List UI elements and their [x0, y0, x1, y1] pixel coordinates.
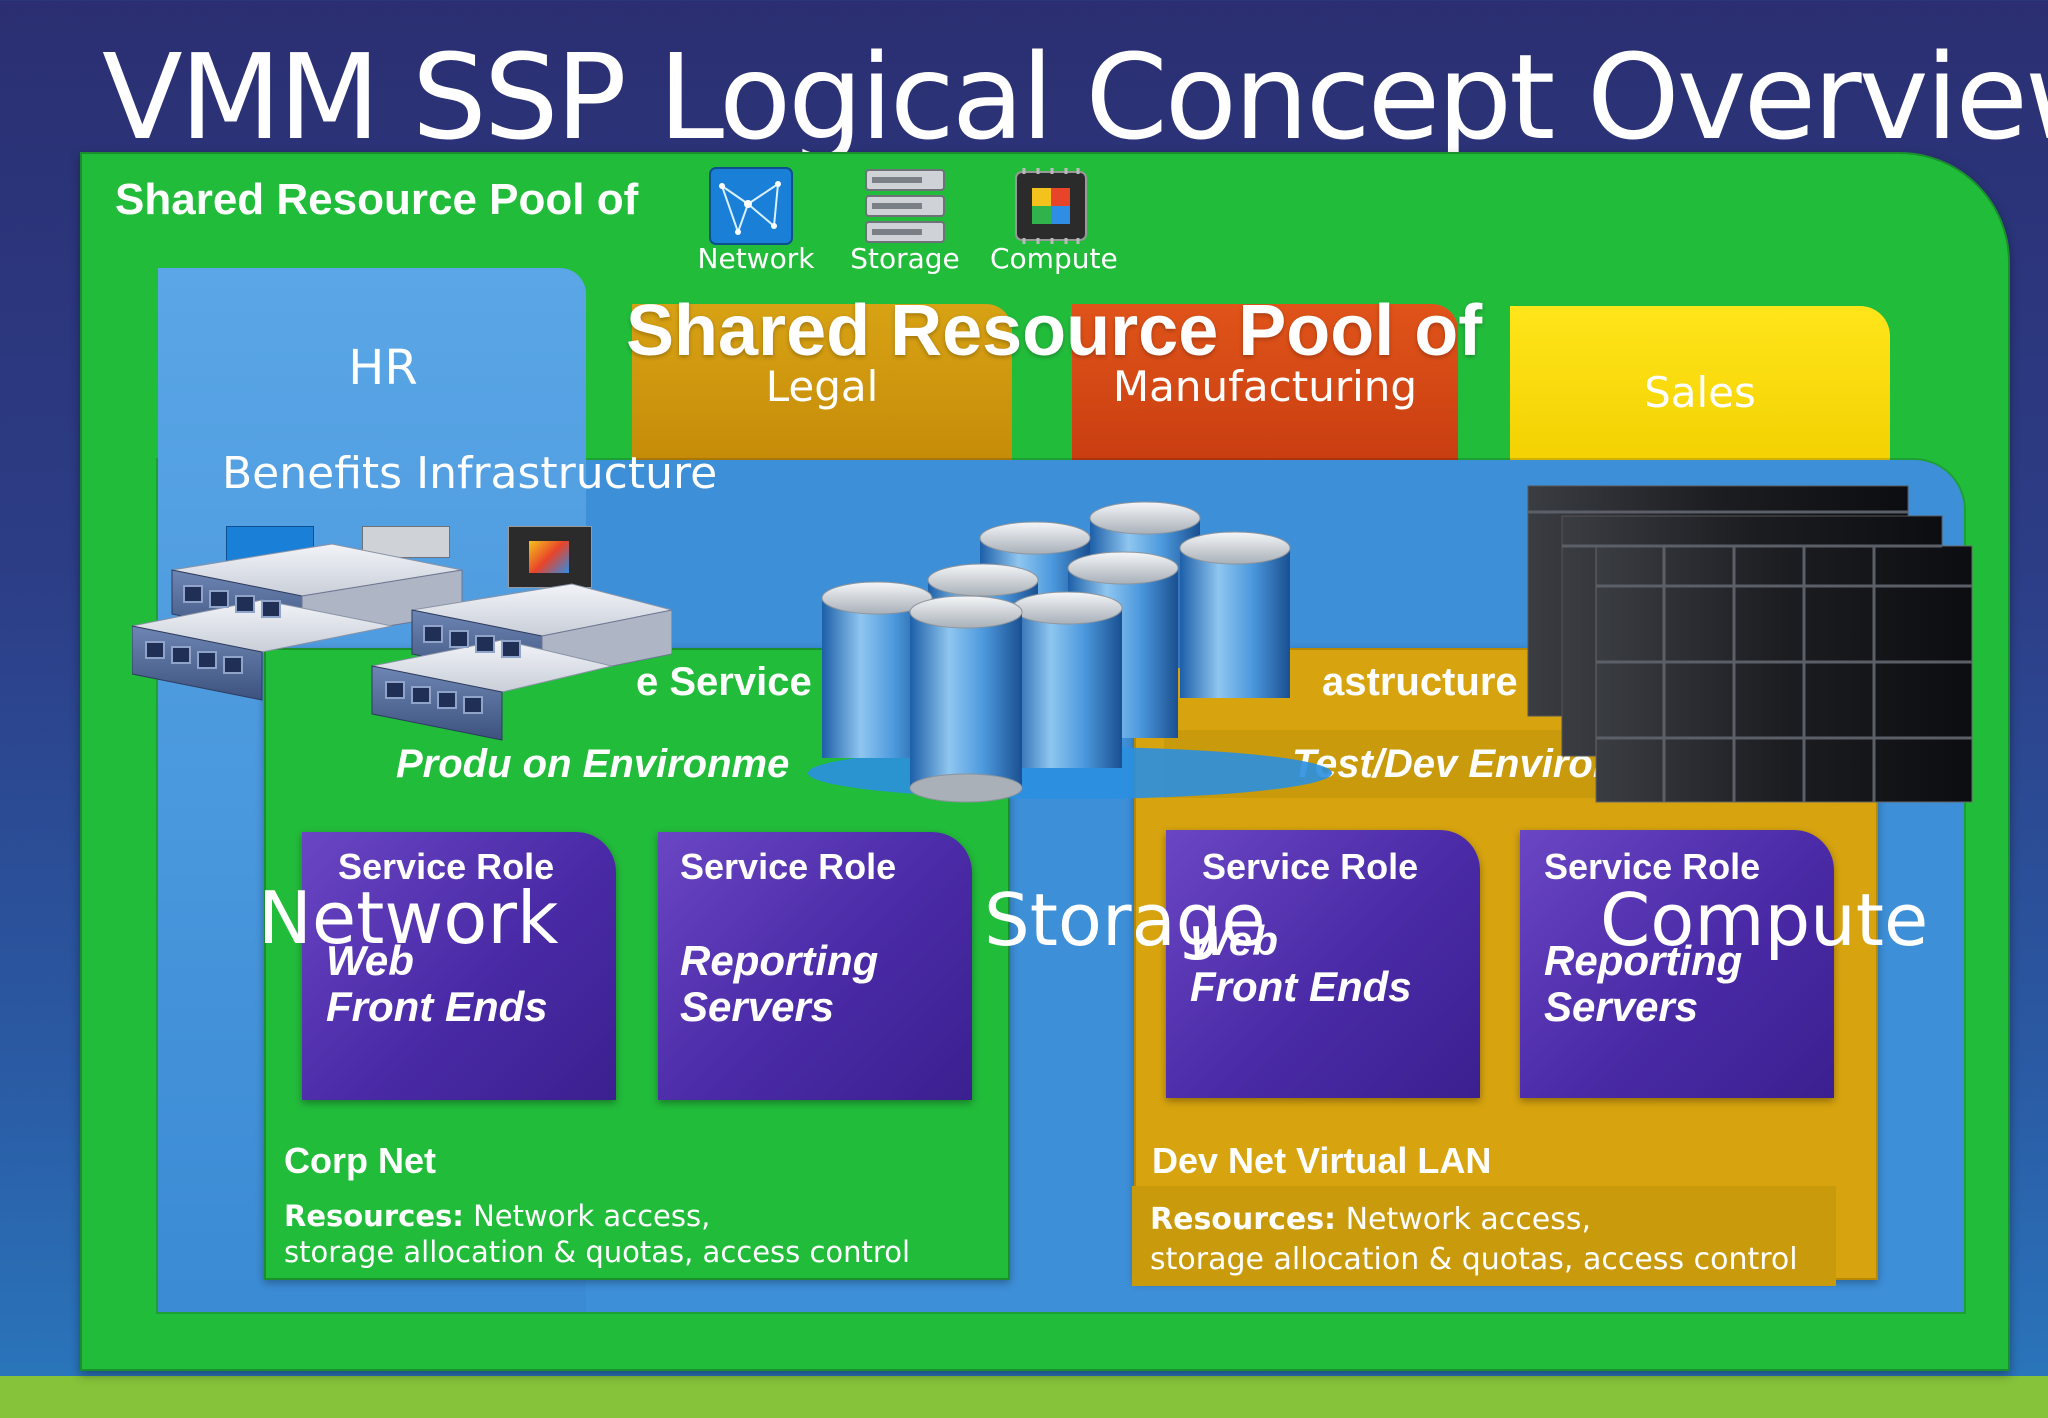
service-role-heading: Service Role	[680, 846, 897, 887]
storage-icon-label: Storage	[850, 242, 960, 275]
service-role-line: Front Ends	[326, 983, 548, 1030]
production-resources: Resources: Network access, storage alloc…	[284, 1198, 910, 1270]
storage-icon	[862, 166, 948, 246]
service-role-line: Reporting	[1544, 937, 1743, 984]
service-role-line: Servers	[680, 983, 835, 1030]
benefits-infrastructure-label: Benefits Infrastructure	[222, 448, 718, 499]
service-role-heading: Service Role	[1544, 846, 1761, 887]
manufacturing-tenant-tab	[1072, 304, 1458, 474]
service-role-name: Web Front Ends	[1190, 918, 1412, 1010]
service-role-card	[1166, 830, 1480, 1098]
storage-disks-illustration	[800, 488, 1340, 818]
network-overlay-label: Network	[258, 876, 559, 960]
service-role-line: Web	[326, 937, 414, 984]
production-subtitle: Produ on Environme	[396, 742, 790, 786]
service-role-name: Web Front Ends	[326, 938, 548, 1030]
testdev-resources-band	[1132, 1186, 1836, 1286]
slide-title: VMM SSP Logical Concept Overview	[102, 28, 2048, 166]
resources-line: storage allocation & quotas, access cont…	[1150, 1242, 1798, 1277]
service-role-card	[658, 832, 972, 1100]
resources-line: Resources: Network access,	[284, 1198, 910, 1234]
resources-label: Resources:	[1150, 1202, 1337, 1237]
service-role-line: Front Ends	[1190, 963, 1412, 1010]
dev-net-label: Dev Net Virtual LAN	[1152, 1140, 1492, 1181]
service-role-name: Reporting Servers	[1544, 938, 1742, 1030]
storage-overlay-label: Storage	[984, 878, 1266, 962]
testdev-resources: Resources: Network access, storage alloc…	[1150, 1200, 1798, 1280]
service-role-line: Reporting	[680, 937, 879, 984]
compute-icon	[1008, 166, 1094, 246]
resources-line: storage allocation & quotas, access cont…	[284, 1235, 911, 1269]
resources-text: Network access,	[1345, 1202, 1592, 1237]
manufacturing-label: Manufacturing	[1112, 362, 1418, 411]
resources-text: Network access,	[473, 1199, 711, 1233]
service-role-card	[1520, 830, 1834, 1098]
service-role-heading: Service Role	[338, 846, 555, 887]
testdev-title: astructure	[1322, 660, 1518, 704]
production-title: e Service	[636, 660, 812, 704]
sales-tenant-tab	[1510, 306, 1890, 476]
compute-overlay-label: Compute	[1600, 878, 1929, 962]
service-role-line: Servers	[1544, 983, 1699, 1030]
hr-label: HR	[348, 340, 418, 396]
network-icon	[708, 166, 794, 246]
bottom-band	[0, 1376, 2048, 1418]
legal-tenant-tab	[632, 304, 1012, 474]
server-racks-illustration	[1524, 476, 1976, 806]
corp-net-label: Corp Net	[284, 1140, 436, 1181]
compute-icon	[508, 526, 592, 588]
storage-icon	[362, 526, 450, 558]
resources-label: Resources:	[284, 1199, 464, 1233]
service-role-card	[302, 832, 616, 1100]
legal-label: Legal	[765, 362, 879, 411]
service-role-line: Web	[1190, 917, 1278, 964]
resources-line: Resources: Network access,	[1150, 1200, 1798, 1240]
shared-pool-label: Shared Resource Pool of	[115, 175, 639, 224]
sales-label: Sales	[1644, 368, 1756, 417]
compute-icon-label: Compute	[990, 242, 1118, 275]
service-role-heading: Service Role	[1202, 846, 1419, 887]
network-icon-label: Network	[697, 242, 815, 275]
shared-pool-overlay-label: Shared Resource Pool of	[626, 291, 1483, 371]
network-switches-illustration	[131, 530, 673, 760]
service-role-name: Reporting Servers	[680, 938, 878, 1030]
